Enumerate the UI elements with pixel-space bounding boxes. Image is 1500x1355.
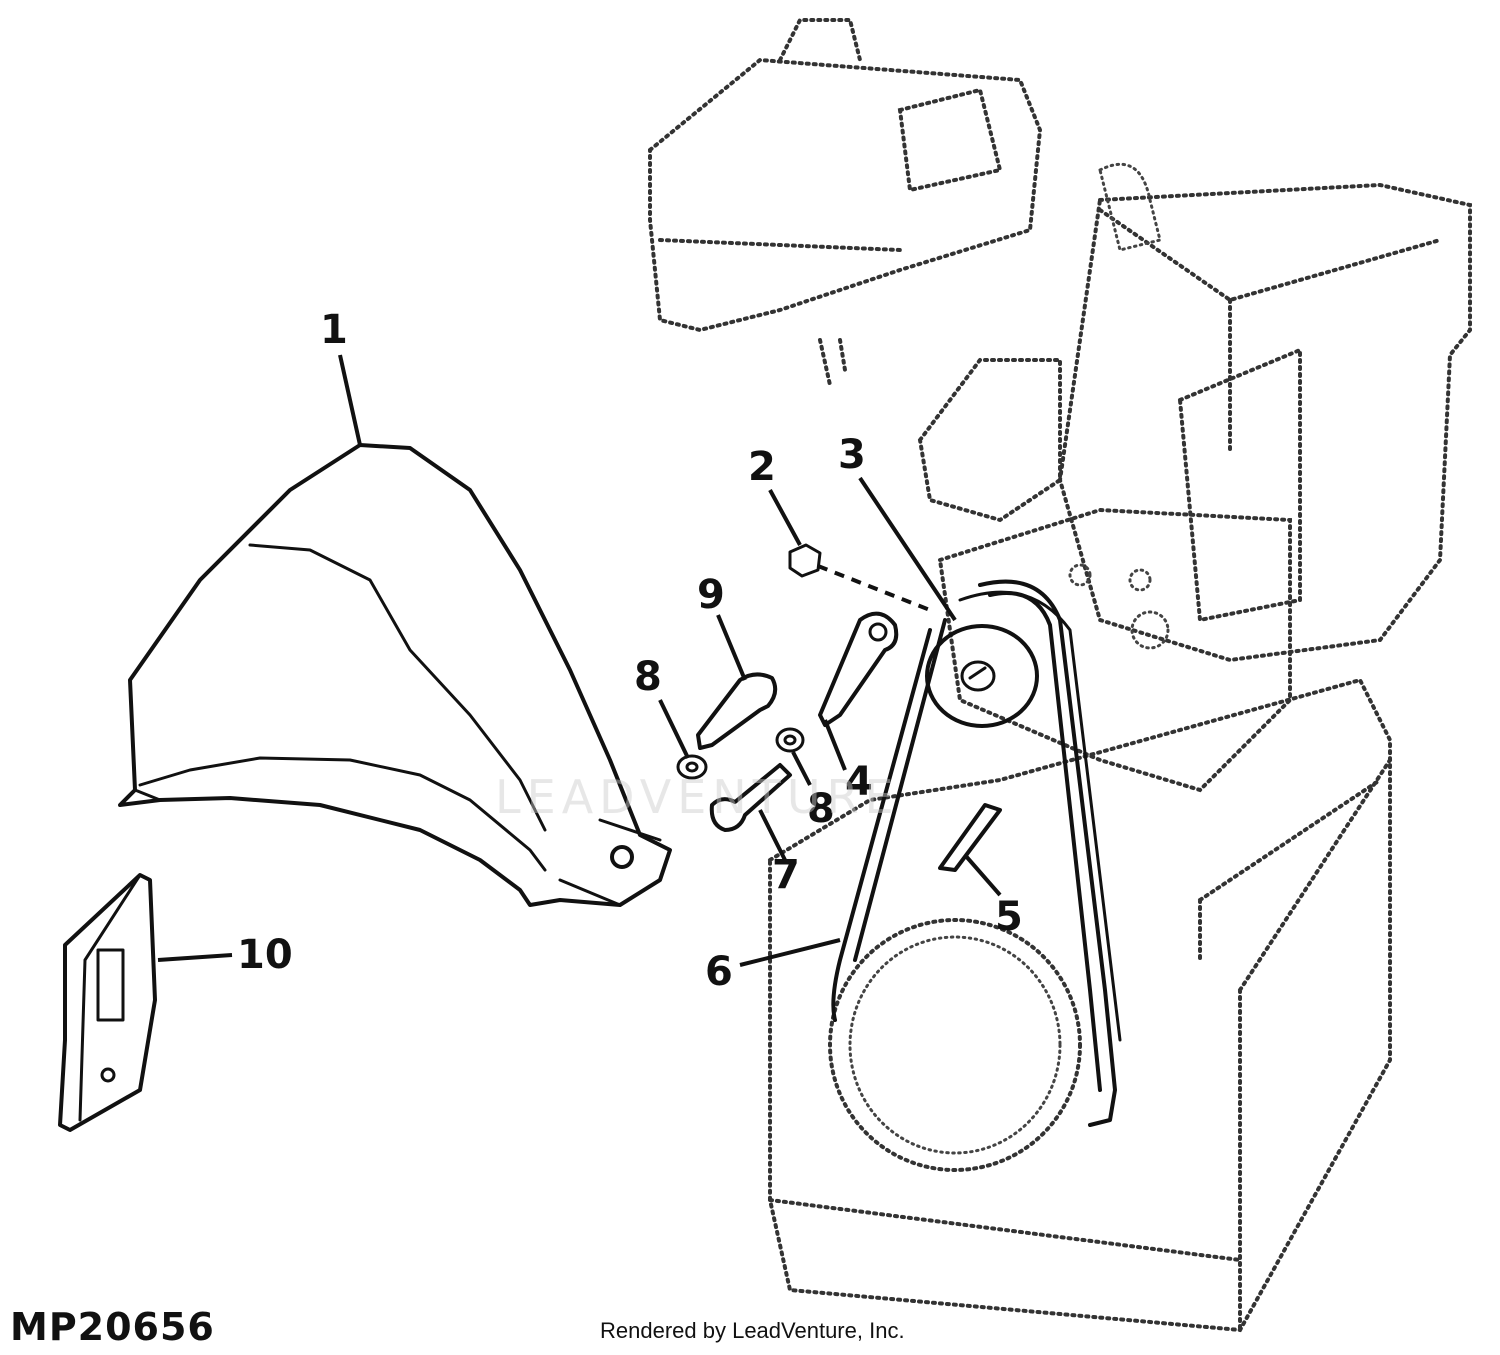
callout-8-left: 8 [634, 654, 662, 700]
callout-6: 6 [705, 949, 733, 995]
callout-3: 3 [838, 432, 866, 478]
callout-4: 4 [845, 759, 873, 805]
callout-5: 5 [995, 894, 1023, 940]
bolt-short [709, 763, 792, 832]
diagram-id-label: MP20656 [10, 1305, 215, 1349]
bolt-long [696, 672, 778, 750]
callout-10: 10 [237, 932, 293, 978]
hex-nut [788, 543, 936, 614]
belt-guide-rod [938, 803, 1002, 872]
callout-7: 7 [772, 852, 800, 898]
callout-2: 2 [748, 444, 776, 490]
callout-8-right: 8 [807, 786, 835, 832]
belt-guide [818, 611, 899, 727]
render-credit: Rendered by LeadVenture, Inc. [600, 1318, 905, 1343]
callout-9: 9 [697, 572, 725, 618]
washer-left [676, 754, 708, 780]
callout-labels: 1 2 3 4 5 6 7 8 8 9 10 [237, 307, 1023, 995]
shield-plate [58, 873, 157, 1132]
engine-pulley [925, 624, 1039, 728]
watermark: LEADVENTURE [495, 770, 900, 824]
drive-belt [831, 579, 1122, 1127]
belt-guard [118, 443, 672, 907]
transmission-frame [768, 677, 1392, 1333]
leader-lines [157, 354, 1002, 967]
callout-1: 1 [320, 307, 348, 353]
engine-block [648, 18, 1472, 793]
washer-right [775, 727, 805, 753]
